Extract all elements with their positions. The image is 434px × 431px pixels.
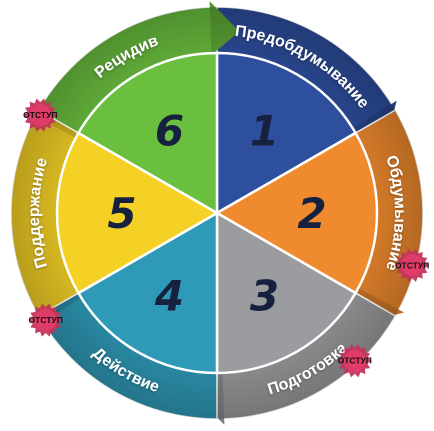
stage-number-3: 3: [250, 271, 279, 320]
stage-wedge-2: [214, 131, 379, 295]
stage-numbers: 123 456: [107, 107, 326, 321]
relapse-badge-label: ОТСТУП: [338, 356, 372, 366]
stage-number-5: 5: [107, 189, 136, 238]
stage-wedge-6: [76, 51, 219, 216]
inner-ring-border: [56, 52, 378, 374]
relapse-badge-label: ОТСТУП: [23, 110, 57, 120]
inner-wedges: [55, 51, 379, 375]
stage-number-6: 6: [155, 107, 184, 156]
stage-number-4: 4: [154, 271, 184, 320]
stage-wedge-5: [55, 131, 220, 295]
relapse-badge-3: ОТСТУП: [338, 344, 372, 378]
stage-number-2: 2: [297, 189, 326, 238]
relapse-badge-label: ОТСТУП: [29, 315, 63, 325]
stage-wedge-3: [215, 210, 358, 375]
stage-number-1: 1: [250, 107, 279, 156]
relapse-badge-label: ОТСТУП: [395, 260, 429, 270]
relapse-badges: ОТСТУП ОТСТУП ОТСТУП ОТСТУП: [23, 98, 429, 378]
stage-wedge-1: [215, 51, 358, 216]
relapse-badge-1: ОТСТУП: [23, 98, 57, 132]
relapse-badge-4: ОТСТУП: [29, 303, 63, 337]
relapse-badge-2: ОТСТУП: [395, 248, 429, 282]
stage-wedge-4: [76, 210, 219, 375]
